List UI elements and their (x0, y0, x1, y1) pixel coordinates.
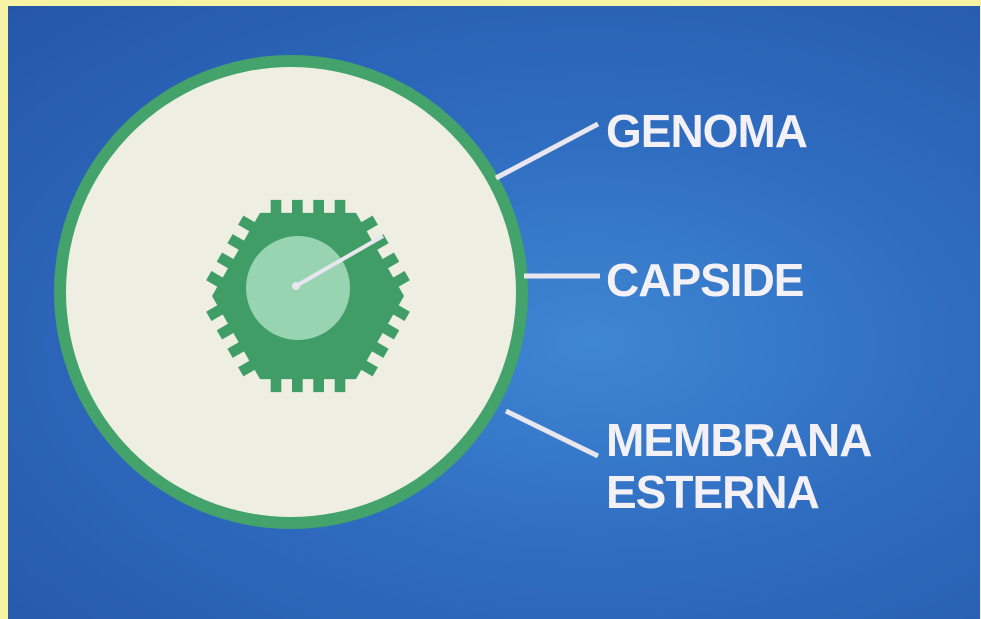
membrana-leader-line (506, 411, 598, 456)
genoma-leader-dot (292, 282, 300, 290)
label-membrana: MEMBRANA (606, 414, 871, 466)
virus-structure-diagram: GENOMA CAPSIDE MEMBRANA ESTERNA (8, 6, 980, 619)
label-capside: CAPSIDE (606, 254, 803, 306)
label-esterna: ESTERNA (606, 466, 819, 518)
genoma-leader-line-outer (496, 124, 598, 178)
diagram-canvas: GENOMA CAPSIDE MEMBRANA ESTERNA (8, 6, 980, 619)
label-genoma: GENOMA (606, 105, 807, 157)
